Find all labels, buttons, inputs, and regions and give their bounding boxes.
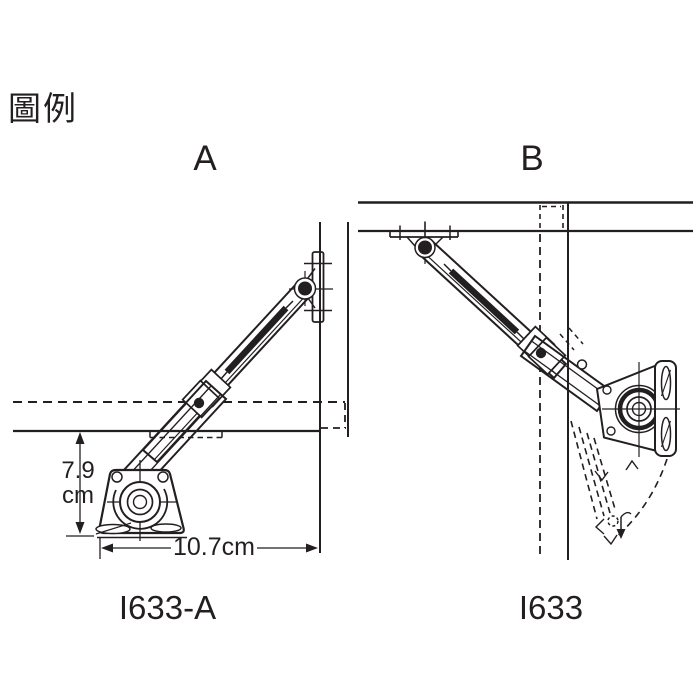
head-screw-bottom bbox=[606, 426, 616, 436]
under-desk-track-dashed bbox=[149, 431, 223, 439]
model-label-a: I633-A bbox=[118, 589, 217, 626]
pivot-housing-arc bbox=[112, 488, 169, 530]
wall-lines bbox=[319, 222, 349, 553]
head-screw-top bbox=[602, 385, 612, 395]
folded-knob-dashed bbox=[607, 515, 619, 527]
legend-title: 圖例 bbox=[8, 90, 78, 127]
width-dimension-label: 10.7cm bbox=[173, 533, 255, 561]
base-screw-left bbox=[111, 471, 123, 483]
gas-spring-stripe-b bbox=[448, 268, 520, 335]
tray-mount-head bbox=[576, 359, 680, 457]
diagram-a-label: A bbox=[193, 139, 217, 178]
swing-arc-dashed bbox=[614, 458, 668, 539]
diagram-b-drawing bbox=[358, 201, 693, 560]
motion-range-dashed bbox=[559, 327, 668, 546]
height-dimension-unit: cm bbox=[62, 482, 94, 509]
base-screw-right bbox=[157, 471, 169, 483]
diagram-b-label: B bbox=[520, 139, 544, 178]
desk-lines bbox=[358, 201, 693, 233]
arm-upper-segment bbox=[141, 280, 314, 464]
diagram-a-drawing bbox=[13, 222, 349, 559]
mount-pivot-joint bbox=[414, 236, 436, 259]
model-label-b: I633 bbox=[518, 589, 584, 626]
bracket-hole bbox=[576, 359, 588, 370]
elbow-joint bbox=[181, 368, 232, 419]
drop-arrow bbox=[616, 511, 632, 539]
arm-lower-segment-b bbox=[519, 334, 613, 413]
gas-spring-stripe bbox=[224, 305, 289, 375]
track-dashed-outline bbox=[539, 205, 564, 557]
height-dimension-value: 7.9 bbox=[61, 457, 95, 484]
desk-level-dashed-line bbox=[13, 401, 346, 429]
wall-bracket bbox=[289, 251, 333, 323]
base-pivot-outer bbox=[119, 481, 161, 523]
base-foot-right bbox=[150, 523, 182, 533]
upper-pivot-joint bbox=[298, 281, 312, 296]
dimension-height bbox=[66, 432, 94, 537]
base-assembly bbox=[95, 460, 187, 541]
dimension-width bbox=[99, 537, 318, 559]
height-dimension-label: 7.9 cm bbox=[56, 458, 100, 508]
